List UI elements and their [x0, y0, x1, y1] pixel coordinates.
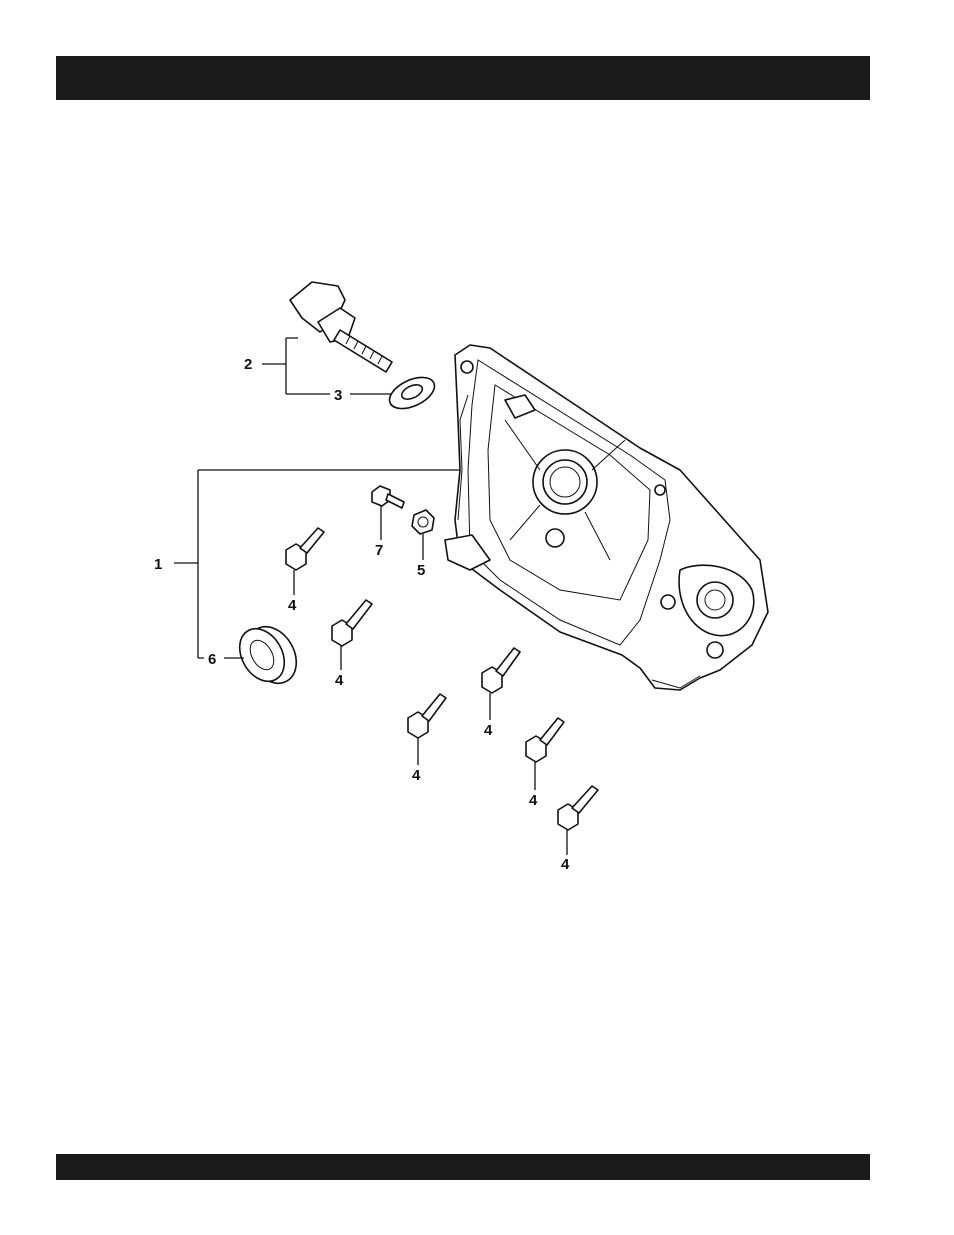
callout-3: 3 — [334, 387, 342, 404]
nut — [412, 510, 434, 534]
crankcase-cover — [445, 345, 768, 690]
callout-4-e: 4 — [529, 792, 538, 809]
washer — [385, 371, 439, 415]
callout-2: 2 — [244, 356, 252, 373]
flange-bolt-c — [482, 648, 520, 693]
callout-4-b: 4 — [335, 672, 344, 689]
flange-bolt-e — [526, 718, 564, 762]
callout-4-d: 4 — [412, 767, 421, 784]
callout-7: 7 — [375, 542, 383, 559]
callout-6: 6 — [208, 651, 216, 668]
oil-filler-cap — [290, 282, 392, 372]
callout-5: 5 — [417, 562, 425, 579]
flange-bolt-f — [558, 786, 598, 830]
callout-4-f: 4 — [561, 856, 570, 873]
callout-4-c: 4 — [484, 722, 493, 739]
flange-bolt-b — [332, 600, 372, 646]
callout-4-a: 4 — [288, 597, 297, 614]
flange-bolt-a — [286, 528, 324, 570]
small-bolt — [372, 486, 404, 508]
oil-seal — [231, 618, 306, 692]
callout-1: 1 — [154, 556, 162, 573]
flange-bolt-d — [408, 694, 446, 738]
